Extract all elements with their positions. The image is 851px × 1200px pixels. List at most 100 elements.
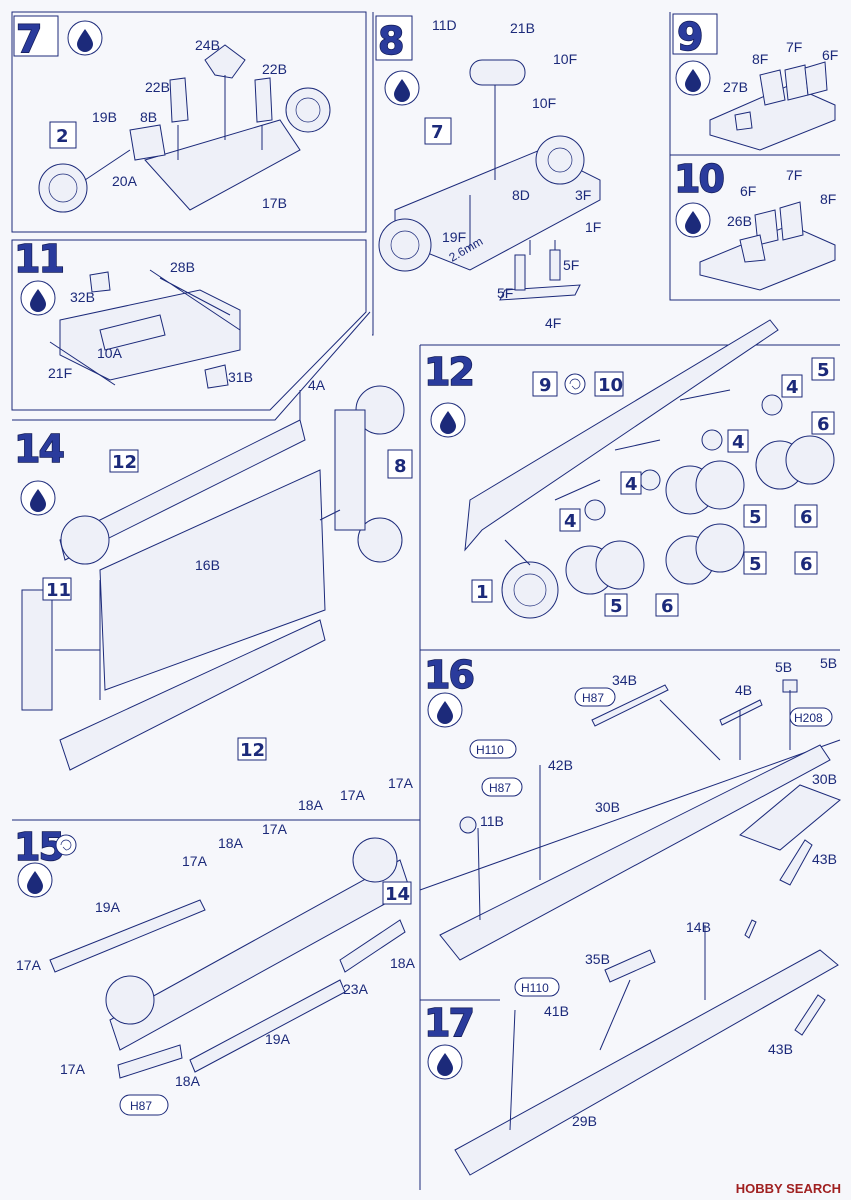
- refer-step-icon: [55, 834, 77, 856]
- glue-icon: [675, 60, 711, 96]
- svg-text:3F: 3F: [575, 187, 591, 203]
- part-32B: [89, 271, 111, 293]
- svg-text:32B: 32B: [70, 289, 95, 305]
- fender-30B: [439, 744, 831, 961]
- svg-text:11: 11: [14, 237, 63, 281]
- step-15-number: 15: [13, 824, 65, 869]
- track-19A-bottom: [189, 979, 346, 1073]
- step-8-ref-7: 7: [424, 117, 452, 145]
- glue-icon: [427, 692, 463, 728]
- track-links-10A: [99, 314, 166, 351]
- step-10-drawing: 6F 7F 8F 26B: [699, 167, 836, 291]
- step-14-ref-11: 11: [42, 577, 72, 601]
- svg-text:4: 4: [786, 377, 799, 398]
- step-12-ref-5b: 5: [743, 504, 767, 528]
- step-12-ref-6: 6: [811, 411, 835, 435]
- svg-text:7: 7: [16, 17, 40, 61]
- step-14-number: 14: [13, 426, 66, 471]
- track-from-step11: [21, 589, 53, 711]
- part-31B: [204, 364, 229, 389]
- svg-text:5: 5: [610, 596, 623, 617]
- step-8-drawing: 7 11D 21B 10F 10F 8D 3F 19F 1F 5F 5F 4F …: [378, 17, 601, 331]
- road-wheel: [38, 163, 88, 213]
- road-wheel: [285, 87, 331, 133]
- part-4F: [499, 284, 581, 301]
- svg-text:43B: 43B: [768, 1041, 793, 1057]
- svg-text:17: 17: [424, 1001, 473, 1045]
- svg-text:17A: 17A: [340, 787, 366, 803]
- svg-text:H110: H110: [521, 981, 549, 995]
- paint-code-H87: H87: [119, 1094, 169, 1116]
- svg-text:17A: 17A: [388, 775, 414, 791]
- step-11-number: 11: [13, 236, 65, 281]
- step-9-number: 9: [672, 13, 718, 60]
- track-18A: [117, 1044, 183, 1079]
- step-16-drawing: H87 H110 H87 H208 34B 4B 5B 5B 42B 11B 3…: [439, 655, 841, 961]
- watermark-text: HOBBY SEARCH: [735, 1181, 841, 1196]
- step-17-drawing: H110 14B 35B 41B 43B 29B: [454, 919, 839, 1176]
- svg-text:2: 2: [56, 126, 69, 147]
- step-12-drawing: 9 10 5 6 5 6 5 6 5 6 1 4 4 4 4: [464, 319, 835, 619]
- refer-step-icon: [564, 373, 586, 395]
- svg-text:7F: 7F: [786, 39, 802, 55]
- running-gear-upper: [59, 419, 306, 561]
- svg-text:6: 6: [800, 507, 813, 528]
- svg-text:17A: 17A: [60, 1061, 86, 1077]
- fender-end-30B: [739, 784, 841, 851]
- svg-text:16B: 16B: [195, 557, 220, 573]
- svg-text:8B: 8B: [140, 109, 157, 125]
- svg-text:10: 10: [598, 375, 623, 396]
- part-43B: [779, 839, 813, 886]
- svg-text:35B: 35B: [585, 951, 610, 967]
- svg-text:6: 6: [661, 596, 674, 617]
- svg-text:1: 1: [476, 582, 489, 603]
- svg-text:H208: H208: [794, 711, 823, 725]
- svg-text:22B: 22B: [145, 79, 170, 95]
- svg-text:16: 16: [424, 653, 473, 697]
- step-11-drawing: 28B 32B 10A 21F 31B: [48, 259, 253, 389]
- step-12-ref-4a: 4: [781, 374, 803, 398]
- step-12-ref-10: 10: [594, 371, 624, 397]
- svg-text:15: 15: [14, 825, 63, 869]
- part-4B: [719, 699, 763, 726]
- svg-text:17A: 17A: [182, 853, 208, 869]
- svg-text:8: 8: [378, 19, 403, 63]
- step-12-ref-4d: 4: [559, 508, 581, 532]
- step-7-drawing: 2 24B 22B 22B 19B 8B 20A 17B: [38, 37, 331, 213]
- svg-text:21F: 21F: [48, 365, 72, 381]
- track-23A: [339, 919, 406, 973]
- svg-text:4B: 4B: [735, 682, 752, 698]
- svg-text:26B: 26B: [727, 213, 752, 229]
- step-12-ref-6c: 6: [794, 551, 818, 575]
- svg-text:19A: 19A: [95, 899, 121, 915]
- part-14B: [744, 919, 757, 939]
- paint-code-H110: H110: [469, 739, 517, 759]
- step-9-drawing: 8F 7F 6F 27B: [709, 39, 838, 151]
- part-5F-a: [514, 254, 526, 291]
- step-7-number: 7: [13, 15, 59, 62]
- step-15-ref-14: 14: [382, 881, 412, 905]
- glue-icon: [20, 480, 56, 516]
- step-12-ref-1: 1: [471, 579, 493, 603]
- sprocket: [501, 561, 559, 619]
- svg-text:14: 14: [14, 427, 63, 471]
- step-12-ref-9: 9: [532, 371, 558, 397]
- svg-text:4F: 4F: [545, 315, 561, 331]
- step-12-ref-6b: 6: [794, 504, 818, 528]
- svg-text:30B: 30B: [812, 771, 837, 787]
- part-22B-a: [169, 77, 189, 123]
- road-wheel: [535, 135, 585, 185]
- svg-text:H87: H87: [582, 691, 604, 705]
- svg-text:5B: 5B: [820, 655, 837, 671]
- svg-text:5: 5: [749, 554, 762, 575]
- svg-text:5F: 5F: [497, 285, 513, 301]
- panel-step7: [11, 11, 367, 233]
- svg-text:19B: 19B: [92, 109, 117, 125]
- paint-code-H87: H87: [481, 777, 523, 797]
- svg-text:4A: 4A: [308, 377, 326, 393]
- svg-text:5B: 5B: [775, 659, 792, 675]
- svg-text:H87: H87: [130, 1099, 152, 1113]
- svg-text:11B: 11B: [480, 813, 504, 829]
- paint-code-H208: H208: [789, 707, 833, 727]
